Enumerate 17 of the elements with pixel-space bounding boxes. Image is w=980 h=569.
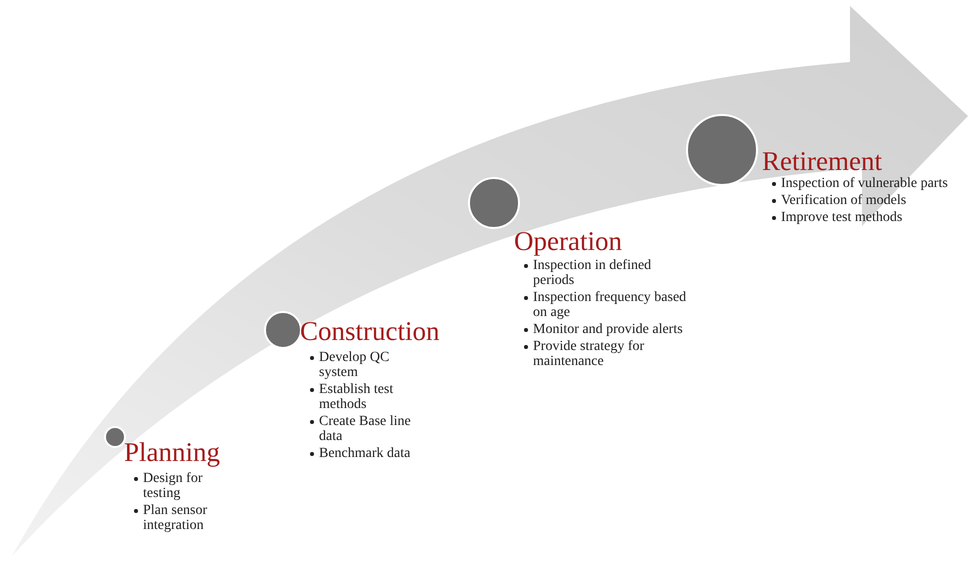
bullet-text: Improve test methods bbox=[781, 210, 902, 225]
bullet-text: Inspection frequency based on age bbox=[533, 290, 686, 320]
bullet-text: Benchmark data bbox=[319, 446, 410, 461]
stage-title: Planning bbox=[124, 437, 220, 467]
bullet-text: Establish test methods bbox=[319, 382, 394, 412]
bullet-text: Develop QC system bbox=[319, 350, 390, 380]
bullet-text: Verification of models bbox=[781, 193, 906, 208]
stage-title: Retirement bbox=[762, 146, 882, 176]
bullet-text: Inspection of vulnerable parts bbox=[781, 176, 948, 191]
bullet-text: Inspection in defined periods bbox=[533, 258, 652, 288]
stage-title: Construction bbox=[300, 316, 440, 346]
stage-title: Operation bbox=[514, 226, 622, 256]
bullet-text: Create Base line data bbox=[319, 414, 411, 444]
bullet-text: Plan sensor integration bbox=[143, 503, 208, 533]
bullet-text: Design for testing bbox=[143, 471, 202, 501]
bullet-text: Monitor and provide alerts bbox=[533, 322, 683, 337]
bullet-text: Provide strategy for maintenance bbox=[533, 339, 644, 369]
